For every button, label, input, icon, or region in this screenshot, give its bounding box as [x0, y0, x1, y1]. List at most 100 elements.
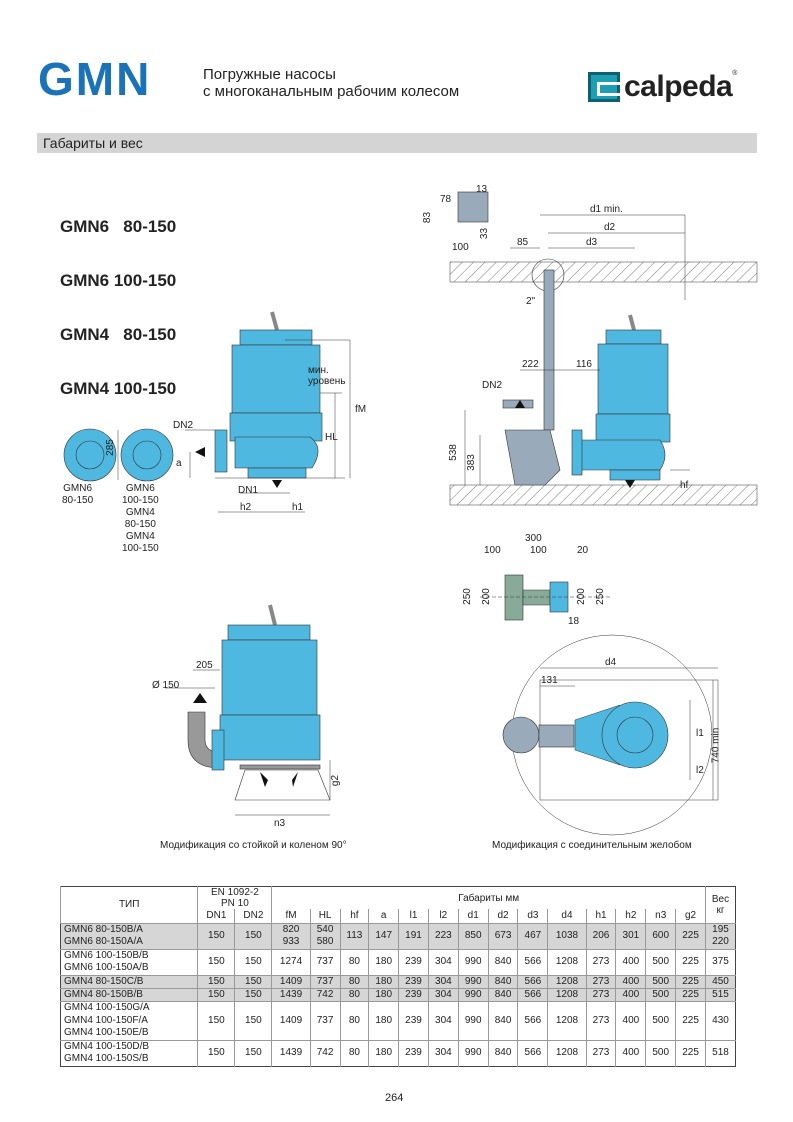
- column-header: d4: [547, 909, 587, 923]
- header-dimensions: Габариты мм: [271, 886, 706, 909]
- model-item: GMN6 80-150: [60, 217, 177, 236]
- value-cell: 500: [645, 987, 676, 1001]
- flange-caption-2: GMN6 100-150 GMN4 80-150 GMN4 100-150: [122, 483, 159, 554]
- value-cell: 80: [339, 1039, 369, 1066]
- value-cell: 150: [234, 922, 272, 949]
- value-cell: 113: [339, 922, 369, 949]
- weight-cell: 515: [704, 987, 736, 1001]
- subtitle-line-1: Погружные насосы: [203, 66, 336, 83]
- value-cell: 80: [339, 987, 369, 1001]
- subtitle-line-2: с многоканальным рабочим колесом: [203, 83, 460, 100]
- dim-85: 85: [517, 237, 529, 248]
- column-header: l2: [427, 909, 459, 923]
- type-cell: GMN6 100-150A/B: [64, 962, 149, 974]
- model-item: GMN4 80-150: [60, 325, 177, 344]
- value-cell: 304: [427, 1000, 459, 1040]
- dim-a: a: [176, 458, 182, 469]
- column-header: d2: [487, 909, 518, 923]
- value-cell: 1409: [271, 974, 311, 988]
- dim-l1: l1: [696, 728, 704, 739]
- dim-300: 300: [525, 533, 542, 544]
- value-cell: 840: [487, 948, 518, 975]
- weight-cell: 430: [704, 1000, 736, 1040]
- dim-250-left: 250: [461, 588, 473, 605]
- column-header: h1: [585, 909, 616, 923]
- value-cell: 566: [517, 974, 548, 988]
- model-item: GMN4 100-150: [60, 379, 177, 398]
- dim-d3: d3: [586, 237, 598, 248]
- column-header: n3: [645, 909, 676, 923]
- value-cell: 990: [457, 948, 489, 975]
- pump-main-drawing: [63, 311, 323, 482]
- dim-13: 13: [476, 184, 488, 195]
- dim-116: 116: [576, 359, 592, 370]
- model-item: GMN6 100-150: [60, 271, 177, 290]
- value-cell: 673: [487, 922, 518, 949]
- value-cell: 150: [234, 948, 272, 975]
- min-level-label: мин.: [308, 365, 329, 376]
- value-cell: 1208: [547, 1039, 587, 1066]
- value-cell: 273: [585, 987, 616, 1001]
- dim-100: 100: [452, 242, 469, 253]
- value-cell: 540 580: [309, 922, 341, 949]
- column-header: HL: [309, 909, 341, 923]
- header-en-line1: EN 1092-2: [210, 887, 259, 898]
- weight-cell: 518: [704, 1039, 736, 1066]
- dim-l2: l2: [696, 765, 704, 776]
- value-cell: 1439: [271, 987, 311, 1001]
- header-type: ТИП: [59, 886, 198, 923]
- value-cell: 150: [234, 1000, 272, 1040]
- table-row: GMN4 100-150S/B: [61, 1053, 736, 1066]
- type-cell: GMN4 100-150S/B: [64, 1053, 149, 1065]
- value-cell: 990: [457, 1000, 489, 1040]
- value-cell: 80: [339, 948, 369, 975]
- dim-DN1: DN1: [238, 485, 259, 496]
- value-cell: 566: [517, 1000, 548, 1040]
- dim-33: 33: [479, 227, 491, 240]
- table-row: GMN4 100-150F/A: [61, 1014, 736, 1027]
- value-cell: 239: [398, 1000, 429, 1040]
- value-cell: 239: [398, 948, 429, 975]
- installation-drawing: [449, 191, 758, 506]
- value-cell: 180: [368, 948, 399, 975]
- value-cell: 150: [197, 922, 235, 949]
- column-header: fM: [271, 909, 311, 923]
- value-cell: 1208: [547, 948, 587, 975]
- table-row: GMN4 100-150E/B: [61, 1027, 736, 1040]
- value-cell: 737: [309, 974, 341, 988]
- foot-drawing: [480, 574, 610, 621]
- dim-g2: g2: [330, 774, 342, 787]
- value-cell: 400: [615, 1039, 646, 1066]
- type-cell: GMN4 100-150G/A: [60, 1000, 198, 1014]
- logo-registered: ®: [732, 70, 738, 77]
- value-cell: 180: [368, 1000, 399, 1040]
- dim-pipe: 2": [526, 296, 536, 307]
- value-cell: 180: [368, 1039, 399, 1066]
- value-cell: 1439: [271, 1039, 311, 1066]
- value-cell: 225: [675, 974, 706, 988]
- dim-HL: HL: [325, 432, 338, 443]
- value-cell: 80: [339, 974, 369, 988]
- table-row: GMN6 80-150A/A: [60, 936, 736, 949]
- page-number: 264: [385, 1092, 404, 1104]
- value-cell: 400: [615, 948, 646, 975]
- value-cell: 500: [645, 948, 676, 975]
- column-header: a: [368, 909, 399, 923]
- dim-d1: d1 min.: [590, 204, 623, 215]
- header-weight-line2: кг: [716, 904, 725, 916]
- value-cell: 1208: [547, 1000, 587, 1040]
- value-cell: 150: [197, 987, 235, 1001]
- type-cell: GMN4 80-150C/B: [60, 974, 198, 988]
- value-cell: 737: [309, 948, 341, 975]
- header-weight-line1: Вес: [711, 893, 730, 905]
- value-cell: 150: [197, 948, 235, 975]
- type-cell: GMN4 80-150B/B: [60, 987, 198, 1001]
- calpeda-logo-icon: [588, 72, 620, 102]
- value-cell: 566: [517, 1039, 548, 1066]
- value-cell: 820 933: [271, 922, 311, 949]
